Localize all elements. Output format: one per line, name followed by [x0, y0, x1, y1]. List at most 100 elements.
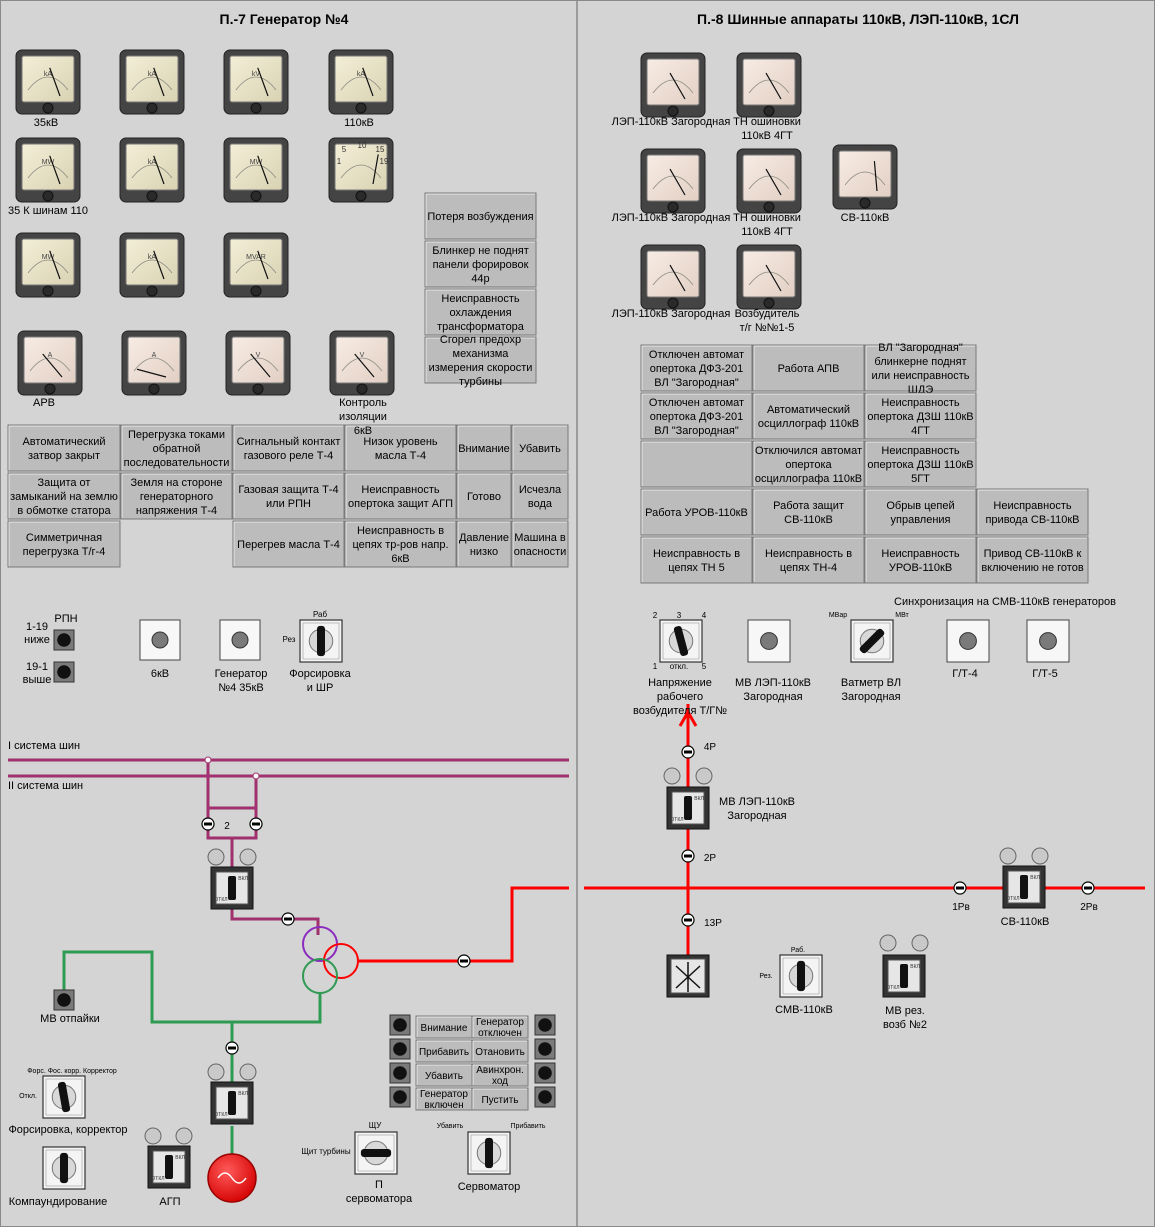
switch-wattmeter[interactable] — [850, 619, 894, 663]
switch-smv[interactable] — [779, 954, 823, 998]
disconnector-2p[interactable] — [681, 849, 695, 863]
meter-unit: kA — [148, 159, 157, 166]
disconnector-1rv[interactable] — [953, 881, 967, 895]
meter-knob[interactable] — [355, 102, 367, 114]
lamp — [207, 848, 225, 866]
meter-knob[interactable] — [250, 102, 262, 114]
tile-text: Готово — [467, 491, 501, 503]
meter-knob[interactable] — [356, 383, 368, 395]
turbine-right-button-2[interactable] — [534, 1062, 556, 1084]
meter-face — [21, 143, 75, 191]
switch-compound[interactable] — [42, 1146, 86, 1190]
meter-needle — [153, 250, 165, 280]
breaker-mark: ОТКЛ — [886, 985, 899, 991]
meter-face — [21, 238, 75, 286]
switch-servomotor[interactable] — [467, 1131, 511, 1175]
disconnector-bus1[interactable] — [201, 817, 215, 831]
meter-right-4 — [832, 144, 898, 210]
tile-bg — [456, 520, 512, 568]
switch-handle — [317, 625, 325, 657]
meter-face — [125, 143, 179, 191]
meter-knob[interactable] — [42, 190, 54, 202]
button-mv-otpaiki[interactable] — [53, 989, 75, 1011]
disconnector-trafo[interactable] — [281, 912, 295, 926]
switch-forsirovka-corrector[interactable] — [42, 1075, 86, 1119]
disconnector-4p[interactable] — [681, 745, 695, 759]
disconnector-generator[interactable] — [225, 1041, 239, 1055]
earthing-switch[interactable] — [666, 954, 710, 998]
meter-face — [23, 336, 77, 384]
tile-bg — [471, 1087, 529, 1111]
meter-needle — [49, 155, 61, 185]
turbine-left-button-2[interactable] — [389, 1062, 411, 1084]
breaker-mark: ОТКЛ — [1006, 896, 1019, 902]
button-mv-lep[interactable] — [747, 619, 791, 663]
meter-knob[interactable] — [252, 383, 264, 395]
button-generator-35kv[interactable] — [219, 619, 261, 661]
disconnector-bus2[interactable] — [249, 817, 263, 831]
tile-bg — [864, 440, 977, 488]
meter-knob[interactable] — [667, 105, 679, 117]
meter-knob[interactable] — [667, 201, 679, 213]
button-cap — [57, 665, 71, 679]
disconnector-2rv[interactable] — [1081, 881, 1095, 895]
rpn-up-button[interactable] — [53, 661, 75, 683]
meter-knob[interactable] — [763, 105, 775, 117]
disconnector-13p[interactable] — [681, 913, 695, 927]
disconnector-35kv[interactable] — [457, 954, 471, 968]
meter-knob[interactable] — [146, 285, 158, 297]
meter-knob[interactable] — [859, 197, 871, 209]
button-6kv[interactable] — [139, 619, 181, 661]
turbine-left-button-0[interactable] — [389, 1014, 411, 1036]
meter-knob[interactable] — [148, 383, 160, 395]
corrector-label: Форсировка, корректор — [8, 1124, 127, 1136]
tile-bg — [7, 520, 121, 568]
meter-knob[interactable] — [250, 190, 262, 202]
turbine-left-button-3[interactable] — [389, 1086, 411, 1108]
meter-face — [125, 238, 179, 286]
meter-knob[interactable] — [44, 383, 56, 395]
meter-label: ЛЭП-110кВ Загородная — [612, 212, 731, 224]
switch-inner — [357, 1134, 395, 1172]
meter-knob[interactable] — [763, 297, 775, 309]
meter-left-r4-3: V — [329, 330, 395, 396]
button-gt5[interactable] — [1026, 619, 1070, 663]
meter-knob[interactable] — [146, 102, 158, 114]
meter-knob[interactable] — [355, 190, 367, 202]
switch-mark: 2 — [653, 611, 658, 620]
meter-knob[interactable] — [250, 285, 262, 297]
turbine-right-button-3[interactable] — [534, 1086, 556, 1108]
turbine-left-button-1[interactable] — [389, 1038, 411, 1060]
meter-knob[interactable] — [42, 102, 54, 114]
meter-knob[interactable] — [146, 190, 158, 202]
meter-face — [229, 55, 283, 103]
meter-knob[interactable] — [42, 285, 54, 297]
meter-knob[interactable] — [667, 297, 679, 309]
turbine-right-button-1[interactable] — [534, 1038, 556, 1060]
rpn-down-button[interactable] — [53, 629, 75, 651]
turbine-right-button-0[interactable] — [534, 1014, 556, 1036]
button-gt4[interactable] — [946, 619, 990, 663]
button-cap — [959, 632, 977, 650]
switch-forsirovka[interactable] — [299, 619, 343, 663]
meter-knob[interactable] — [763, 201, 775, 213]
switch-exciter-voltage[interactable] — [659, 619, 703, 663]
switch-servo-place[interactable] — [354, 1131, 398, 1175]
